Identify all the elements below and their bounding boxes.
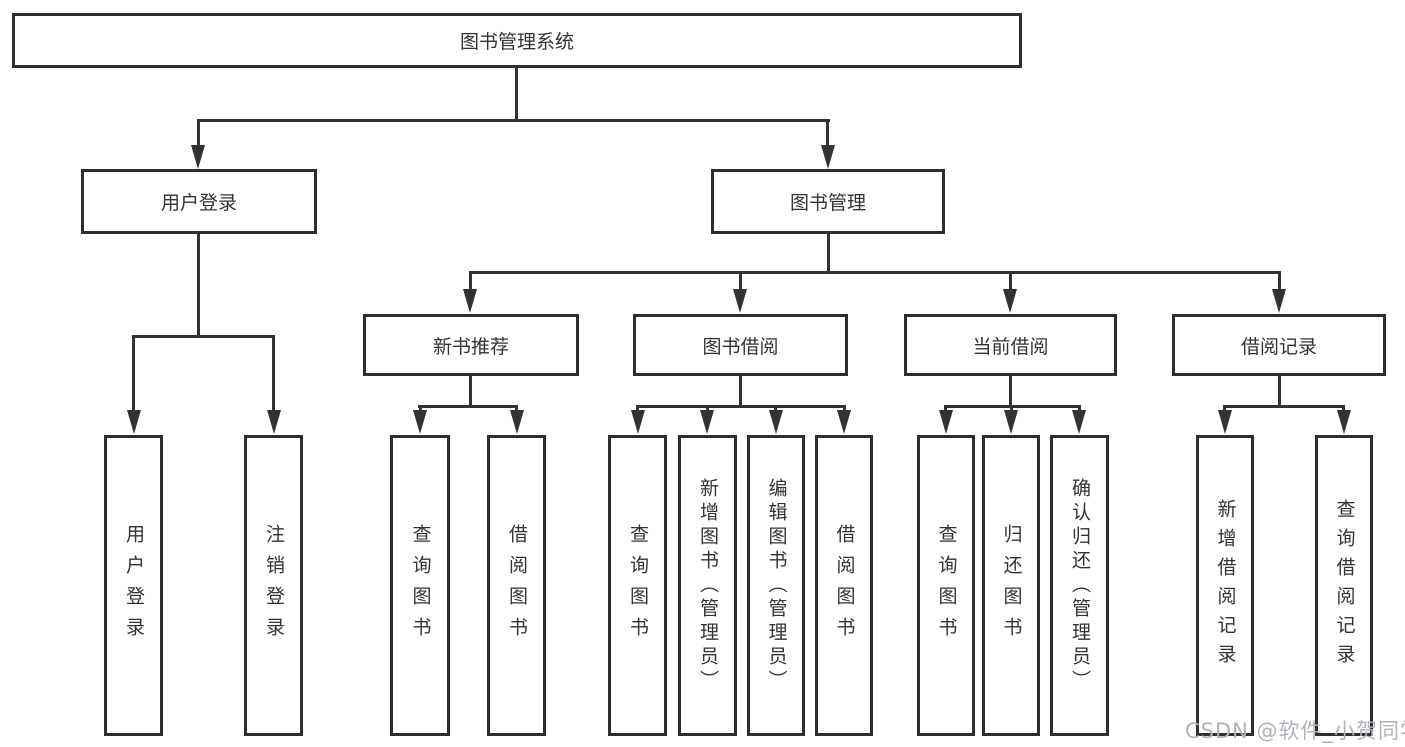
connector-drop-query-record: [1342, 405, 1345, 413]
connector-borrow-branch: [636, 405, 846, 408]
leaf-edit-book-admin: 编辑图书（管理员）: [747, 435, 805, 736]
leaf-user-login: 用户登录: [104, 435, 163, 736]
connector-drop-borrow-recommend: [515, 405, 518, 413]
leaf-query-books-current: 查询图书: [917, 435, 975, 736]
node-book-management: 图书管理: [711, 169, 945, 234]
connector-user-riser: [197, 234, 200, 336]
leaf-query-borrow-record-label: 查询借阅记录: [1333, 498, 1356, 673]
leaf-add-book-admin: 新增图书（管理员）: [678, 435, 737, 736]
leaf-logout: 注销登录: [244, 435, 303, 736]
arrowhead-query-record-icon: [1337, 410, 1351, 434]
leaf-borrow-books-recommend: 借阅图书: [487, 435, 546, 736]
arrowhead-recommend-icon: [463, 289, 477, 313]
leaf-add-borrow-record: 新增借阅记录: [1196, 435, 1254, 736]
connector-records-branch: [1223, 405, 1345, 408]
leaf-query-books-borrow-label: 查询图书: [627, 523, 649, 648]
connector-borrow-riser: [739, 376, 742, 407]
leaf-borrow-books-recommend-label: 借阅图书: [506, 523, 528, 648]
connector-current-riser: [1009, 376, 1012, 407]
leaf-edit-book-admin-label: 编辑图书（管理员）: [765, 477, 788, 694]
connector-drop-confirm-return: [1078, 405, 1081, 413]
arrowhead-query-current-icon: [939, 410, 953, 434]
node-library-system: 图书管理系统: [12, 13, 1022, 68]
connector-level1-branch: [197, 119, 830, 122]
arrowhead-borrow-icon: [733, 289, 747, 313]
connector-drop-add-record: [1223, 405, 1226, 413]
node-user-login: 用户登录: [81, 169, 317, 234]
leaf-user-login-label: 用户登录: [123, 523, 145, 648]
arrowhead-user-login-icon: [191, 145, 205, 169]
connector-recommend-riser: [469, 376, 472, 407]
arrowhead-leaf-logout-icon: [267, 410, 281, 434]
node-current-borrow: 当前借阅: [904, 314, 1117, 376]
leaf-return-books-label: 归还图书: [1000, 523, 1023, 648]
connector-drop-query-current: [944, 405, 947, 413]
connector-drop-add-book: [706, 405, 709, 413]
leaf-borrow-books-borrow-label: 借阅图书: [833, 523, 856, 648]
connector-records-riser: [1278, 376, 1281, 407]
leaf-query-books-current-label: 查询图书: [935, 523, 958, 648]
connector-recommend-branch: [418, 405, 518, 408]
leaf-query-books-recommend-label: 查询图书: [409, 523, 432, 648]
arrowhead-query-borrow-icon: [631, 410, 645, 434]
leaf-logout-label: 注销登录: [263, 523, 285, 648]
connector-drop-edit-book: [774, 405, 777, 413]
connector-drop-query-borrow: [636, 405, 639, 413]
connector-drop-book-management: [826, 119, 829, 150]
leaf-add-borrow-record-label: 新增借阅记录: [1214, 498, 1237, 673]
arrowhead-confirm-return-icon: [1072, 410, 1086, 434]
connector-root-riser: [515, 68, 518, 120]
connector-drop-leaf-logout: [272, 335, 275, 412]
arrowhead-add-book-icon: [700, 410, 714, 434]
connector-drop-borrow: [739, 271, 742, 292]
connector-drop-recommend: [469, 271, 472, 292]
connector-user-branch: [132, 335, 275, 338]
leaf-borrow-books-borrow: 借阅图书: [815, 435, 873, 736]
connector-drop-records: [1278, 271, 1281, 292]
connector-drop-return-books: [1010, 405, 1013, 413]
leaf-query-books-recommend: 查询图书: [390, 435, 450, 736]
leaf-add-book-admin-label: 新增图书（管理员）: [697, 477, 719, 694]
node-new-book-recommend: 新书推荐: [363, 314, 579, 376]
connector-drop-current: [1009, 271, 1012, 292]
arrowhead-query-recommend-icon: [413, 410, 427, 434]
connector-drop-user-login: [197, 119, 200, 150]
arrowhead-add-record-icon: [1218, 410, 1232, 434]
leaf-query-borrow-record: 查询借阅记录: [1315, 435, 1373, 736]
arrowhead-records-icon: [1272, 289, 1286, 313]
leaf-return-books: 归还图书: [982, 435, 1040, 736]
node-borrow-records: 借阅记录: [1172, 314, 1386, 376]
connector-mgmt-riser: [827, 234, 830, 273]
connector-drop-query-recommend: [419, 405, 422, 413]
connector-drop-borrow-book: [843, 405, 846, 413]
arrowhead-borrow-book-icon: [837, 410, 851, 434]
leaf-confirm-return-admin-label: 确认归还（管理员）: [1069, 477, 1091, 694]
arrowhead-leaf-user-login-icon: [127, 410, 141, 434]
csdn-watermark: CSDN @软件_小贺同学: [1185, 719, 1405, 743]
arrowhead-edit-book-icon: [769, 410, 783, 434]
node-book-borrow: 图书借阅: [633, 314, 848, 376]
leaf-query-books-borrow: 查询图书: [608, 435, 667, 736]
connector-mgmt-branch: [469, 271, 1281, 274]
arrowhead-book-management-icon: [821, 145, 835, 169]
arrowhead-current-icon: [1003, 289, 1017, 313]
leaf-confirm-return-admin: 确认归还（管理员）: [1050, 435, 1109, 736]
arrowhead-borrow-recommend-icon: [510, 410, 524, 434]
connector-drop-leaf-user-login: [132, 335, 135, 412]
arrowhead-return-books-icon: [1004, 410, 1018, 434]
